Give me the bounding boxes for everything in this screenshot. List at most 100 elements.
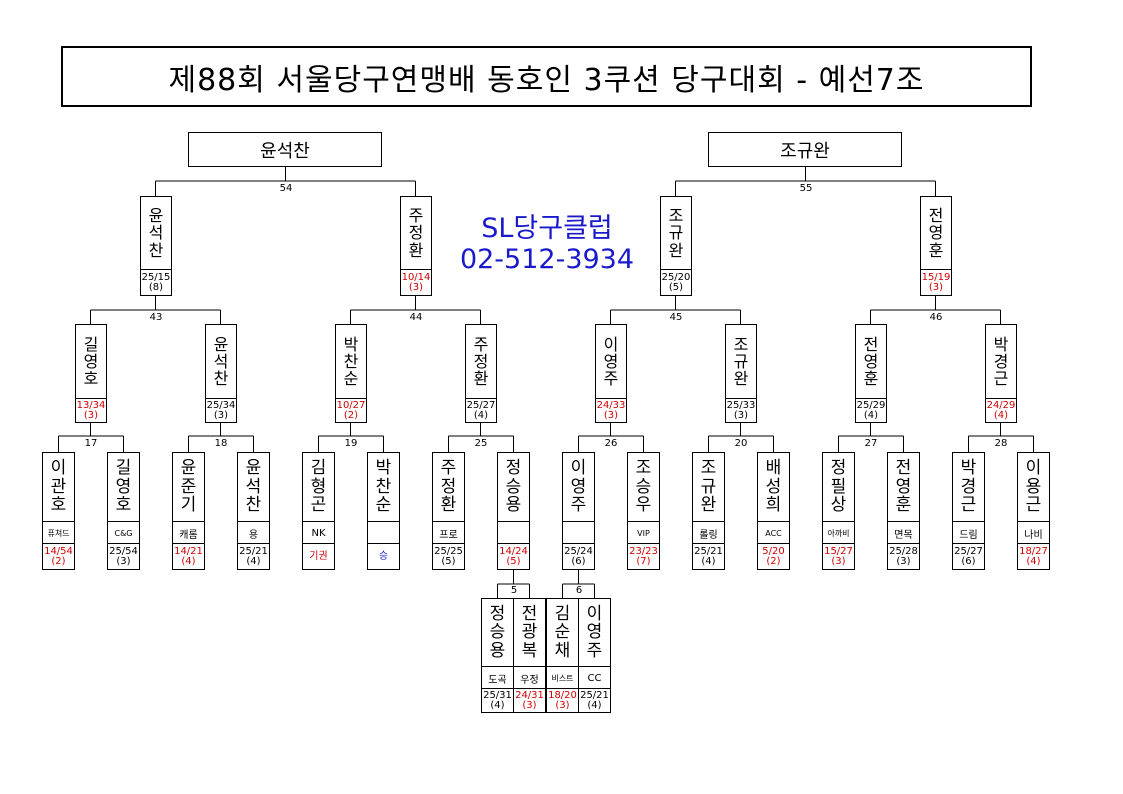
score-value: 25/31 [483, 689, 512, 701]
score-value: 14/24 [499, 545, 528, 557]
club-phone: 02-512-3934 [459, 244, 635, 275]
bracket-line-54 [155, 167, 416, 196]
score-value: 5/20 [762, 545, 785, 557]
rank-value: (2) [766, 555, 781, 567]
rank-value: (3) [603, 409, 619, 421]
score-value: 25/24 [564, 545, 593, 557]
player-score: 25/15(8) [141, 269, 171, 295]
player-score: 10/14(3) [401, 269, 431, 295]
score-value: 25/21 [580, 689, 609, 701]
player-score: 18/20(3) [547, 688, 578, 712]
score-value: 18/27 [1019, 545, 1048, 557]
player-club: 프로 [433, 521, 464, 544]
bracket-line-43 [90, 296, 221, 324]
player-club: CC [579, 666, 610, 689]
player-club: NK [303, 521, 334, 544]
bracket-line-5 [497, 570, 530, 598]
rank-value: (5) [506, 555, 521, 567]
bracket-line-26 [578, 423, 644, 452]
player-club [368, 521, 399, 544]
rank-value: (4) [490, 699, 505, 711]
rank-value: (5) [441, 555, 456, 567]
rank-value: (4) [863, 409, 879, 421]
player-score: 25/34(3) [206, 398, 236, 422]
club-info: SL당구클럽 02-512-3934 [452, 213, 642, 275]
semifinal-winner-right: 조규완 [708, 132, 902, 167]
player-club: 용 [238, 521, 269, 544]
player-score: 25/29(4) [856, 398, 886, 422]
rank-value: (6) [961, 555, 976, 567]
rank-value: (3) [408, 281, 424, 293]
score-value: 18/20 [548, 689, 577, 701]
score-value: 24/33 [596, 399, 626, 411]
bracket-line-20 [708, 423, 774, 452]
score-value: 승 [378, 550, 389, 562]
rank-value: (3) [83, 409, 99, 421]
match-number-5: 5 [499, 585, 529, 596]
bracket-line-25 [448, 423, 514, 452]
score-value: 14/54 [44, 545, 73, 557]
score-value: 25/27 [466, 399, 496, 411]
player-score: 25/28(3) [888, 543, 919, 569]
player-club: C&G [108, 521, 139, 544]
score-value: 25/54 [109, 545, 138, 557]
player-score: 14/24(5) [498, 543, 529, 569]
match-number-6: 6 [564, 585, 594, 596]
player-score: 25/21(4) [579, 688, 610, 712]
rank-value: (3) [928, 281, 944, 293]
player-club [498, 521, 529, 544]
score-value: 15/19 [921, 271, 951, 283]
rank-value: (3) [555, 699, 570, 711]
rank-value: (3) [522, 699, 537, 711]
match-number-54: 54 [271, 183, 301, 194]
player-score: 25/27(4) [466, 398, 496, 422]
player-club: 퓨쳐드 [43, 521, 74, 544]
bracket-line-27 [838, 423, 904, 452]
player-club: 도곡 [482, 666, 513, 689]
match-number-55: 55 [791, 183, 821, 194]
rank-value: (4) [473, 409, 489, 421]
bracket-line-46 [870, 296, 1001, 324]
rank-value: (4) [1026, 555, 1041, 567]
player-score: 25/24(6) [563, 543, 594, 569]
match-number-43: 43 [141, 312, 171, 323]
club-name: SL당구클럽 [481, 213, 613, 244]
match-number-28: 28 [986, 438, 1016, 449]
match-number-27: 27 [856, 438, 886, 449]
rank-value: (4) [587, 699, 602, 711]
semifinal-winner-left: 윤석찬 [188, 132, 382, 167]
score-value: 25/25 [434, 545, 463, 557]
match-number-25: 25 [466, 438, 496, 449]
score-value: 25/20 [661, 271, 691, 283]
player-club: 우정 [514, 666, 545, 689]
